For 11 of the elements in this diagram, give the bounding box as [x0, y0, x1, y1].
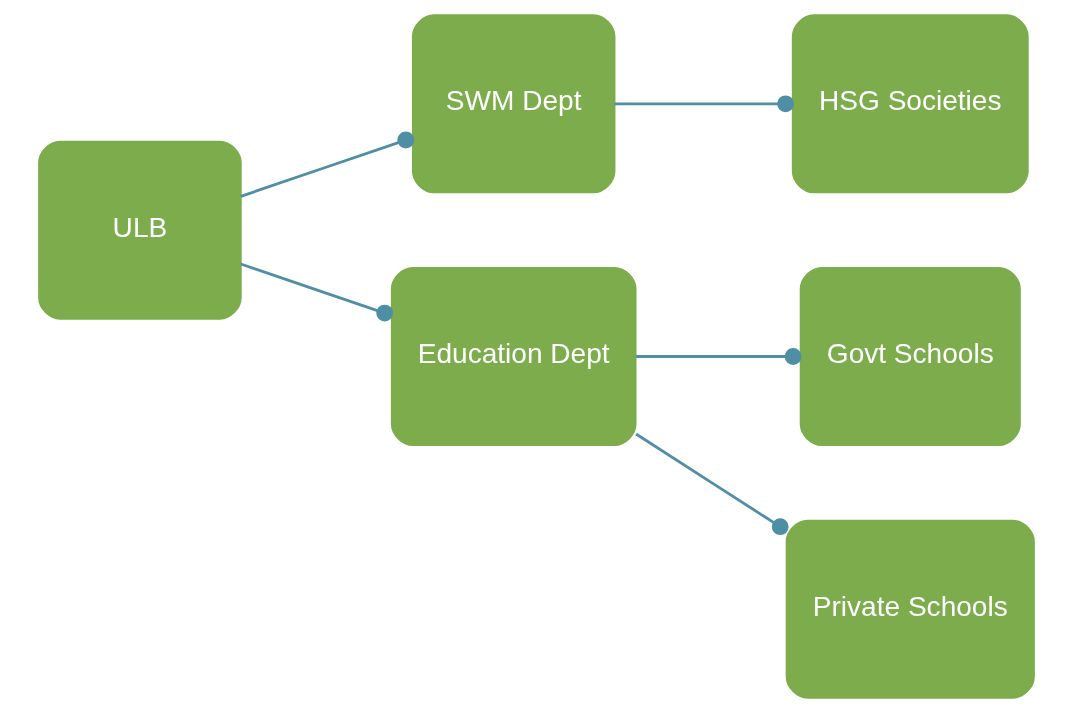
node-box: SWM Dept: [411, 14, 616, 194]
connector: [614, 95, 794, 113]
node-box: ULB: [38, 140, 242, 320]
connector: [240, 262, 394, 322]
connector: [635, 432, 789, 536]
node-box: Private Schools: [785, 519, 1035, 699]
connector: [240, 131, 415, 198]
connector: [636, 348, 802, 365]
node-box: Education Dept: [390, 267, 637, 446]
node-box: Govt Schools: [799, 267, 1021, 446]
node-box: HSG Societies: [791, 14, 1029, 194]
